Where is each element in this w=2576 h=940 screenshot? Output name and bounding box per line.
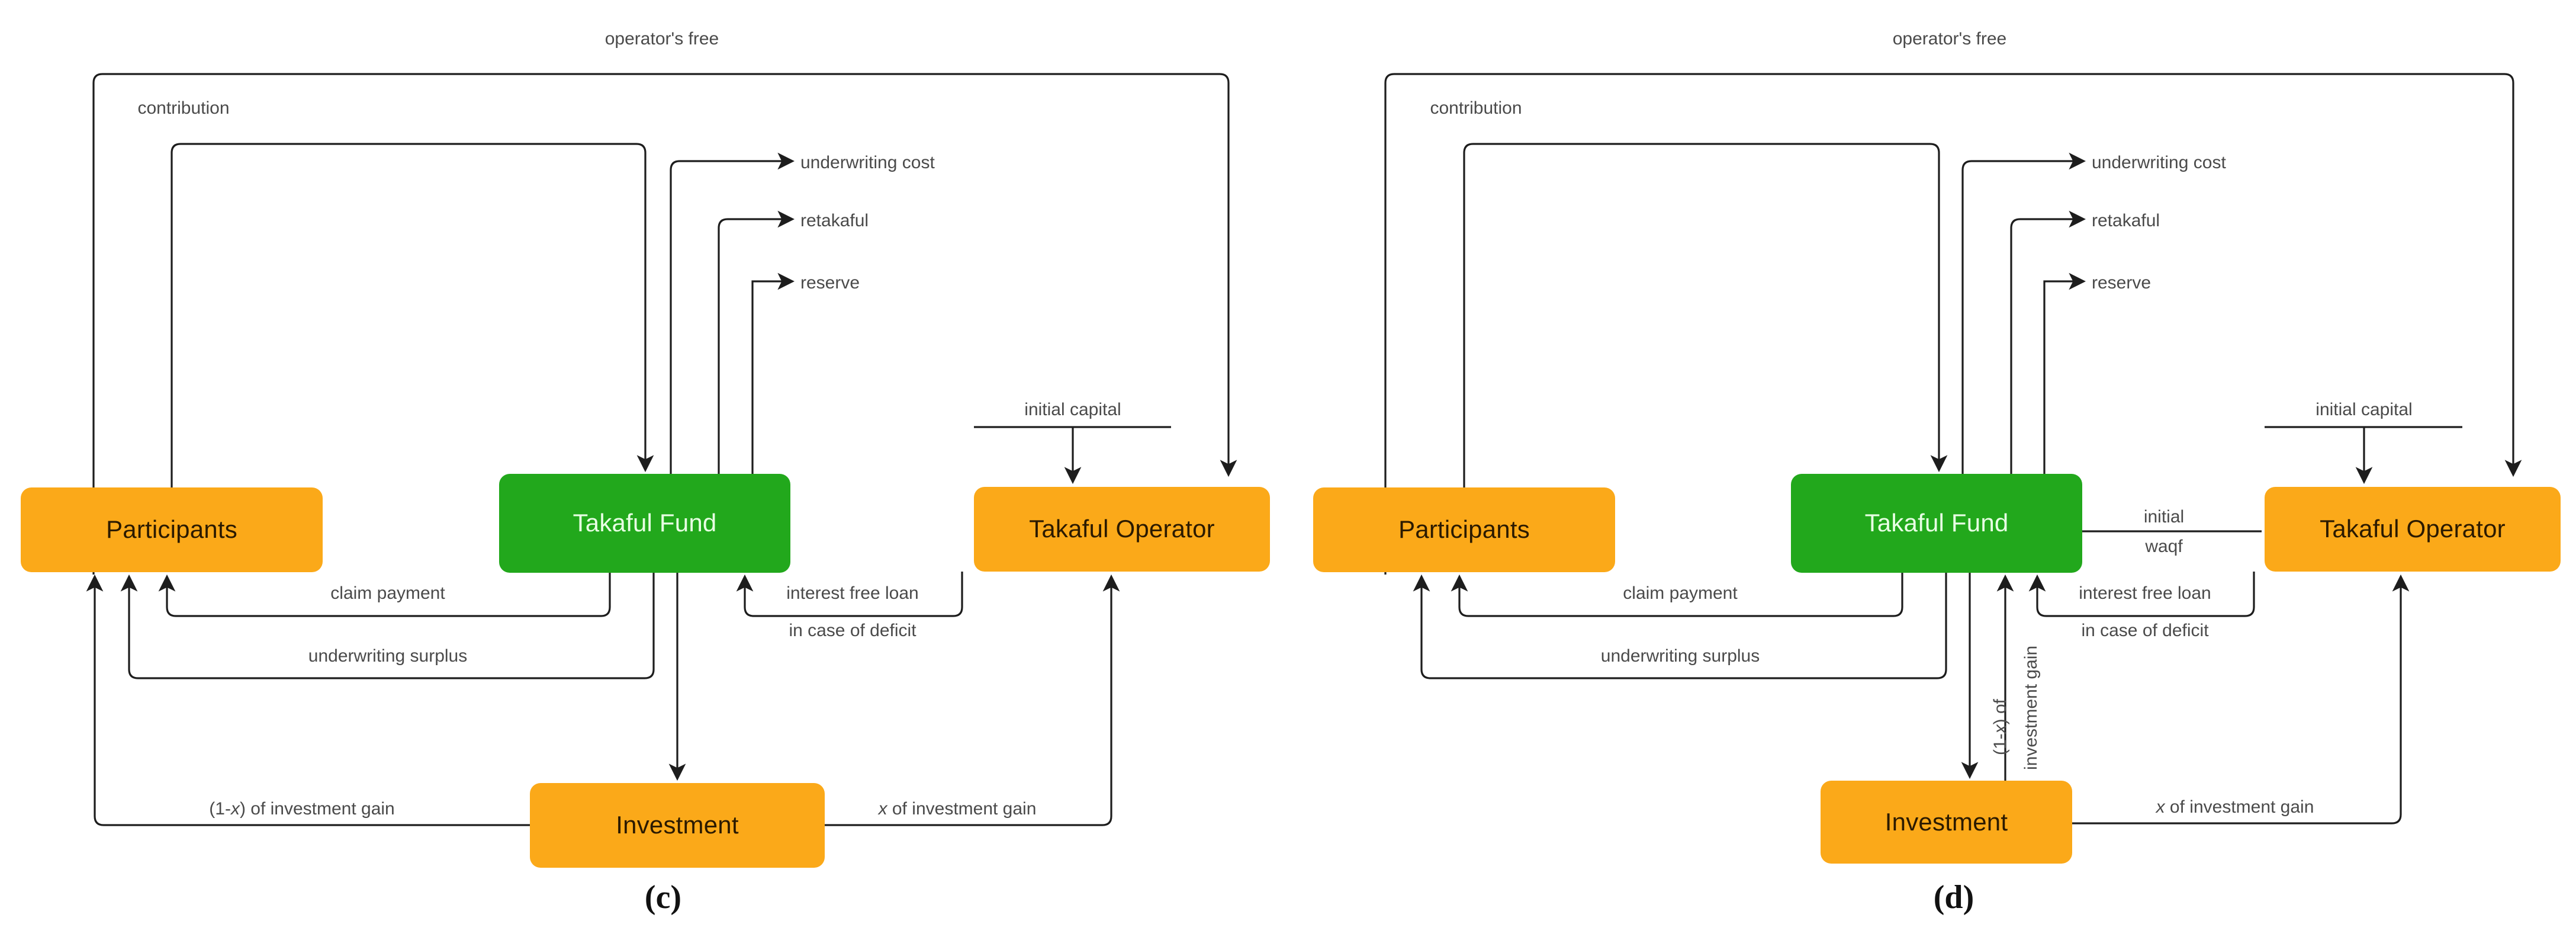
- label-retakaful: retakaful: [2092, 211, 2160, 230]
- label-one-minus-x-investment-gain-line1: (1-x) of: [1990, 698, 2010, 755]
- label-claim-payment: claim payment: [1623, 583, 1738, 603]
- label-initial-waqf-line1: initial: [2143, 507, 2185, 527]
- label-retakaful: retakaful: [800, 211, 869, 230]
- panel-d-caption: (d): [1933, 879, 1974, 916]
- label-reserve: reserve: [2092, 273, 2152, 293]
- node-takaful-operator-label: Takaful Operator: [1029, 515, 1215, 543]
- label-operators-free: operator's free: [1892, 29, 2007, 49]
- panel-c-caption: (c): [644, 879, 682, 916]
- panel-d: Participants Takaful Fund Takaful Operat…: [1288, 0, 2576, 940]
- label-initial-capital: initial capital: [1024, 400, 1121, 419]
- node-takaful-operator[interactable]: Takaful Operator: [974, 487, 1270, 572]
- panel-c: Participants Takaful Fund Takaful Operat…: [21, 29, 1270, 916]
- label-initial-capital: initial capital: [2315, 400, 2413, 419]
- node-participants[interactable]: Participants: [21, 487, 323, 572]
- node-investment[interactable]: Investment: [1821, 781, 2072, 864]
- node-investment[interactable]: Investment: [530, 783, 825, 868]
- label-interest-free-loan-line1: interest free loan: [786, 583, 919, 603]
- node-investment-label: Investment: [1884, 807, 2008, 836]
- node-takaful-fund-label: Takaful Fund: [573, 509, 717, 537]
- label-underwriting-surplus: underwriting surplus: [1600, 646, 1760, 666]
- label-initial-waqf-line2: waqf: [2145, 537, 2183, 556]
- node-investment-label: Investment: [616, 811, 739, 839]
- node-participants-label: Participants: [106, 515, 237, 544]
- node-takaful-fund[interactable]: Takaful Fund: [499, 474, 790, 573]
- node-takaful-operator-label: Takaful Operator: [2320, 515, 2506, 543]
- node-participants-label: Participants: [1398, 515, 1530, 544]
- node-participants[interactable]: Participants: [1313, 487, 1615, 572]
- panel-c-wires: [86, 73, 1237, 826]
- label-contribution: contribution: [137, 98, 230, 118]
- label-operators-free: operator's free: [604, 29, 719, 49]
- panel-d-wires: [1384, 73, 2522, 824]
- label-underwriting-cost: underwriting cost: [2092, 153, 2226, 172]
- label-x-investment-gain: x of investment gain: [2156, 797, 2314, 817]
- label-one-minus-x-investment-gain: (1-x) of investment gain: [209, 799, 395, 819]
- label-interest-free-loan-line1: interest free loan: [2079, 583, 2211, 603]
- node-takaful-operator[interactable]: Takaful Operator: [2265, 487, 2561, 572]
- label-claim-payment: claim payment: [330, 583, 445, 603]
- label-one-minus-x-investment-gain-line2: investment gain: [2021, 645, 2041, 770]
- node-takaful-fund-label: Takaful Fund: [1864, 509, 2009, 537]
- node-takaful-fund[interactable]: Takaful Fund: [1791, 474, 2082, 573]
- label-interest-free-loan-line2: in case of deficit: [2081, 621, 2209, 640]
- label-reserve: reserve: [800, 273, 860, 293]
- label-underwriting-cost: underwriting cost: [800, 153, 935, 172]
- label-contribution: contribution: [1430, 98, 1522, 118]
- label-x-investment-gain: x of investment gain: [878, 799, 1037, 819]
- label-interest-free-loan-line2: in case of deficit: [789, 621, 916, 640]
- label-underwriting-surplus: underwriting surplus: [308, 646, 468, 666]
